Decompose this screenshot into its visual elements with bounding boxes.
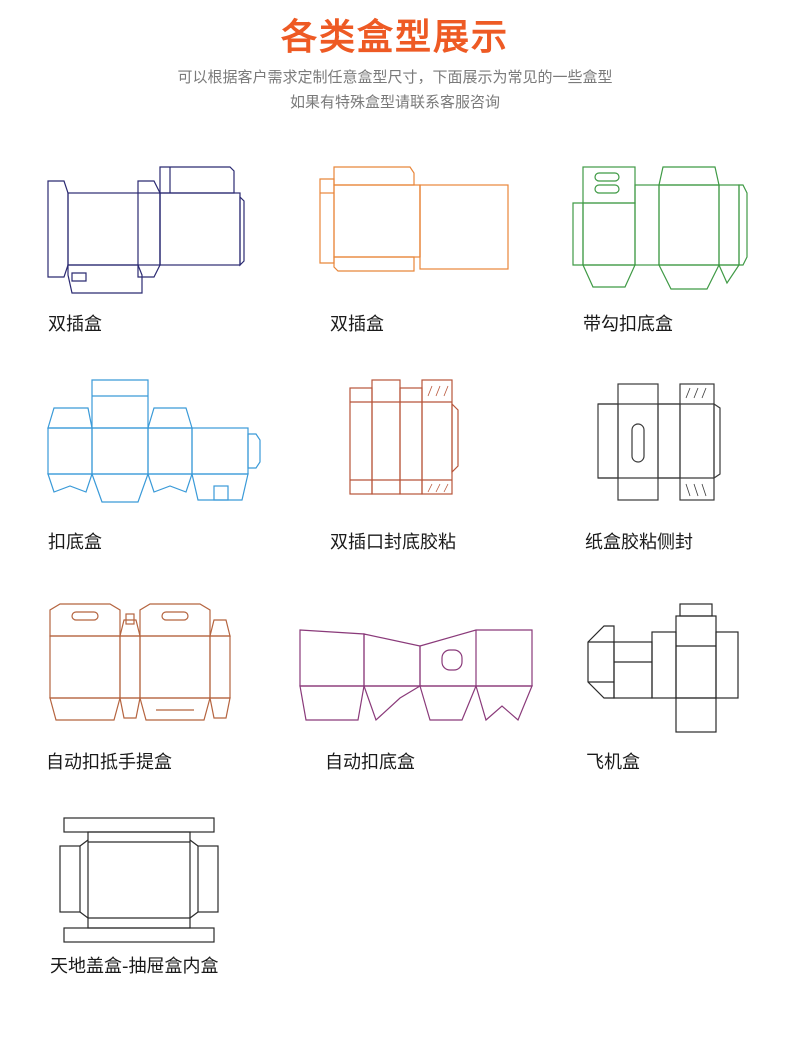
page-title: 各类盒型展示 bbox=[280, 17, 509, 58]
mailer-box-diagram bbox=[586, 600, 742, 736]
box-label-1: 双插盒 bbox=[48, 314, 102, 335]
lock-bottom-box-diagram bbox=[46, 376, 266, 506]
box-label-2: 双插盒 bbox=[330, 314, 384, 335]
lid-base-drawer-box-diagram bbox=[58, 814, 222, 946]
subtitle-line-2: 如果有特殊盒型请联系客服咨询 bbox=[289, 93, 500, 111]
box-label-5: 双插口封底胶粘 bbox=[330, 532, 456, 553]
box-label-3: 带勾扣底盒 bbox=[583, 314, 673, 335]
tuck-end-box-diagram bbox=[318, 163, 518, 278]
box-label-7: 自动扣抵手提盒 bbox=[46, 752, 172, 773]
box-label-10: 天地盖盒-抽屉盒内盒 bbox=[50, 956, 219, 977]
tuck-end-box-diagram bbox=[46, 163, 246, 298]
tuck-top-glued-bottom-diagram bbox=[346, 376, 466, 501]
box-label-6: 纸盒胶粘侧封 bbox=[585, 532, 693, 553]
auto-lock-handle-box-diagram bbox=[46, 600, 246, 730]
box-label-9: 飞机盒 bbox=[586, 752, 640, 773]
box-label-8: 自动扣底盒 bbox=[325, 752, 415, 773]
glued-side-seal-box-diagram bbox=[594, 380, 724, 505]
box-label-4: 扣底盒 bbox=[48, 532, 102, 553]
auto-lock-bottom-box-diagram bbox=[296, 626, 536, 726]
hook-lock-bottom-box-diagram bbox=[571, 163, 771, 298]
subtitle-line-1: 可以根据客户需求定制任意盒型尺寸，下面展示为常见的一些盒型 bbox=[177, 68, 613, 86]
